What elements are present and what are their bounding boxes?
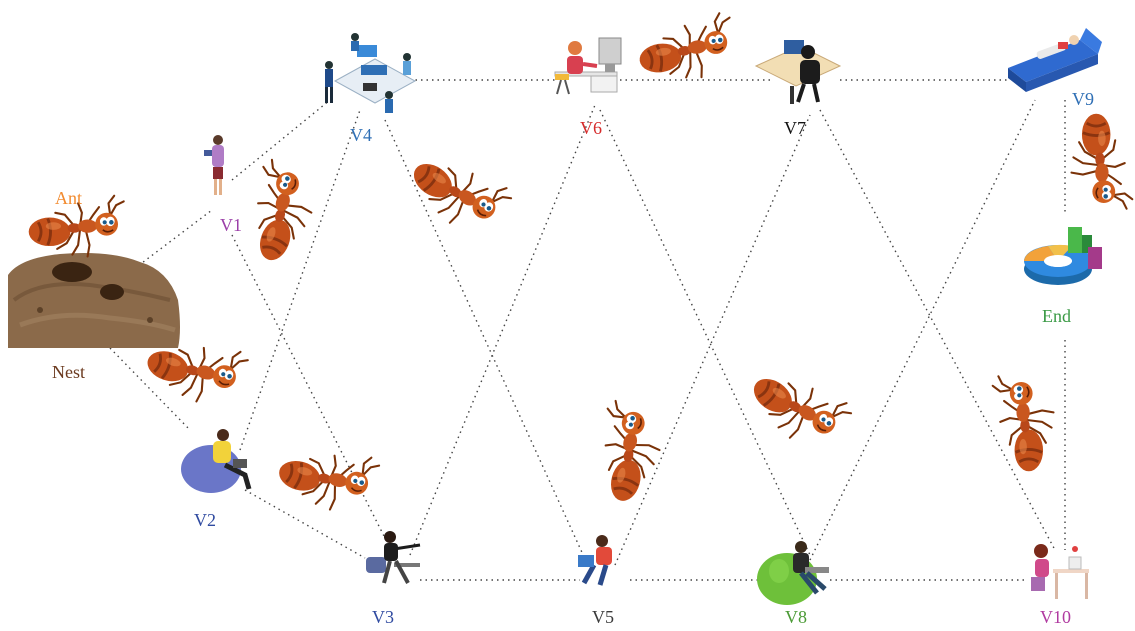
node-label-v5: V5 — [592, 607, 614, 627]
edge-v1-v3 — [232, 235, 390, 548]
ant-icon — [993, 376, 1054, 471]
person-beanbag-laptop-icon — [181, 429, 249, 493]
edge-v5-v7 — [615, 115, 810, 565]
nest-label: Nest — [52, 362, 85, 382]
edge-v1-v4 — [232, 100, 330, 180]
ant-icon — [234, 158, 324, 268]
donut-chart-icon — [1024, 227, 1102, 285]
node-label-v6: V6 — [580, 118, 602, 138]
node-label-v3: V3 — [372, 607, 394, 627]
edge-v7-v10 — [820, 110, 1055, 550]
ant-icon — [402, 139, 515, 243]
ant-icon — [1072, 114, 1133, 209]
person-desk-computer-icon — [555, 38, 621, 94]
end-label: End — [1042, 306, 1071, 326]
edge-lines — [110, 80, 1065, 580]
person-desk-laptop-icon — [756, 40, 840, 104]
ant-icon — [635, 12, 738, 85]
ant-icon — [586, 399, 669, 506]
node-label-v7: V7 — [784, 118, 806, 138]
edge-v8-v9 — [810, 100, 1035, 560]
person-sitting-laptop-icon — [578, 535, 612, 585]
edge-v2-v4 — [240, 110, 360, 450]
ant-icon — [742, 354, 855, 458]
ant-label: Ant — [55, 188, 82, 208]
node-label-v2: V2 — [194, 510, 216, 530]
node-label-v1: V1 — [220, 215, 242, 235]
edge-nest-v1 — [130, 210, 212, 272]
node-label-v8: V8 — [785, 607, 807, 627]
ant-nest-icon — [8, 253, 180, 348]
team-meeting-table-icon — [325, 33, 415, 113]
node-label-v10: V10 — [1040, 607, 1071, 627]
node-label-v4: V4 — [350, 125, 372, 145]
edge-v2-v3 — [245, 490, 365, 558]
person-desk-coffee-icon — [1031, 544, 1089, 599]
ant-icon — [273, 436, 380, 519]
person-chair-laptop-icon — [366, 531, 420, 583]
person-green-beanbag-laptop-icon — [757, 541, 829, 605]
standing-person-tablet-icon — [204, 135, 224, 195]
node-label-v9: V9 — [1072, 89, 1094, 109]
person-couch-laptop-icon — [1008, 28, 1102, 92]
edge-v4-v5 — [385, 120, 590, 570]
